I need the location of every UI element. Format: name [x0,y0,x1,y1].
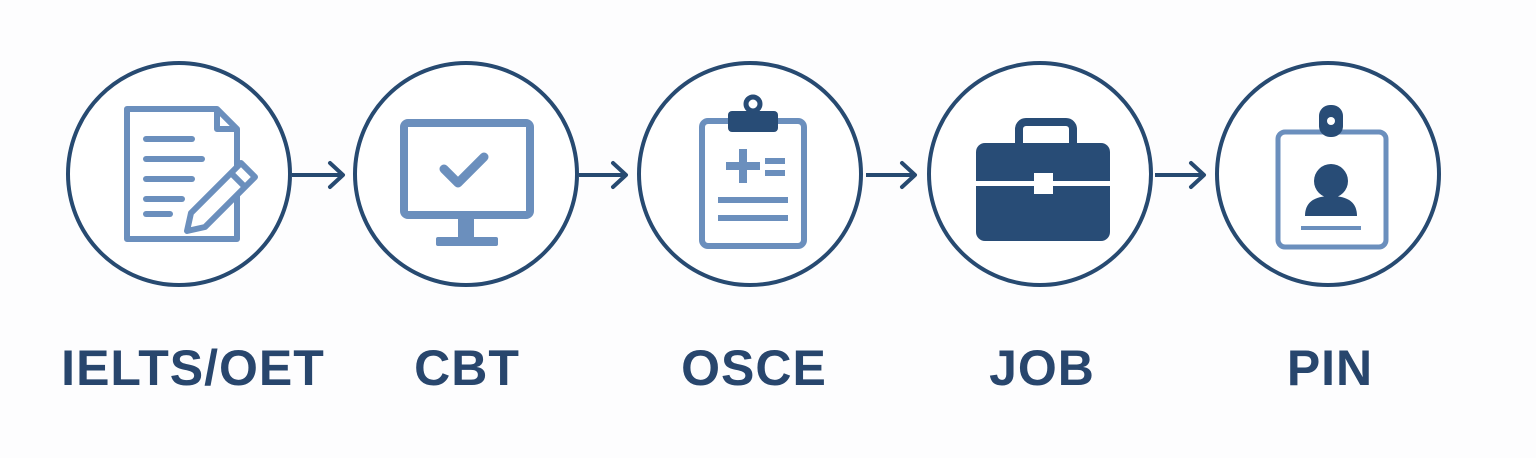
document-pencil-icon [124,106,258,242]
step-label-job: JOB [989,340,1095,396]
monitor-check-icon [400,119,534,246]
step-label-pin: PIN [1286,340,1374,396]
arrow-4 [1155,161,1206,189]
briefcase-icon [976,118,1110,241]
step-ielts-oet [66,61,292,287]
step-job [927,61,1153,287]
arrow-2 [579,161,628,189]
id-badge-icon [1275,105,1389,250]
step-osce [637,61,863,287]
arrow-1 [292,161,345,189]
arrow-3 [866,161,917,189]
step-pin [1215,61,1441,287]
clipboard-medical-icon [699,94,807,249]
step-cbt [353,61,579,287]
step-label-cbt: CBT [414,340,520,396]
step-label-ielts-oet: IELTS/OET [61,340,325,396]
step-label-osce: OSCE [681,340,827,396]
